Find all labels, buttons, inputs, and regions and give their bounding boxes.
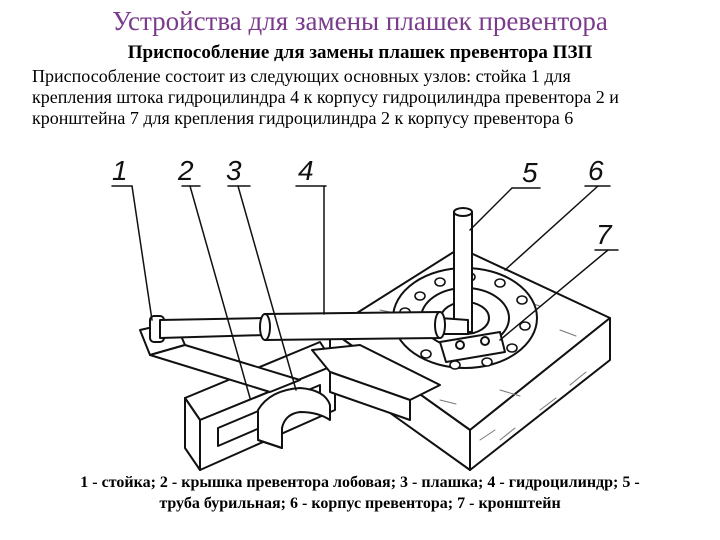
figure-caption: 1 - стойка; 2 - крышка превентора лобова…: [22, 472, 698, 514]
label-6: 6: [588, 155, 604, 186]
description-line-2: крепления штока гидроцилиндра 4 к корпус…: [32, 87, 619, 107]
leader-lines: [111, 185, 619, 399]
label-1: 1: [112, 155, 128, 186]
label-5: 5: [522, 157, 538, 188]
slide-title: Устройства для замены плашек превентора: [112, 6, 608, 36]
label-7: 7: [596, 219, 613, 250]
slide-subtitle: Приспособление для замены плашек превент…: [127, 42, 593, 63]
part-labels: 1 2 3 4 5 6 7: [112, 155, 613, 250]
label-2: 2: [177, 155, 194, 186]
description-paragraph: Приспособление состоит из следующих осно…: [32, 66, 702, 129]
label-4: 4: [298, 155, 314, 186]
description-line-1: Приспособление состоит из следующих осно…: [32, 66, 571, 86]
description-line-3: кронштейна 7 для крепления гидроцилиндра…: [32, 108, 574, 128]
hydraulic-cylinder: [159, 311, 469, 341]
drill-pipe: [453, 207, 473, 333]
caption-line-2: труба бурильная; 6 - корпус превентора; …: [159, 495, 561, 512]
ram-block: [257, 387, 331, 449]
label-3: 3: [226, 155, 242, 186]
bracket: [439, 331, 506, 363]
caption-line-1: 1 - стойка; 2 - крышка превентора лобова…: [80, 474, 640, 491]
